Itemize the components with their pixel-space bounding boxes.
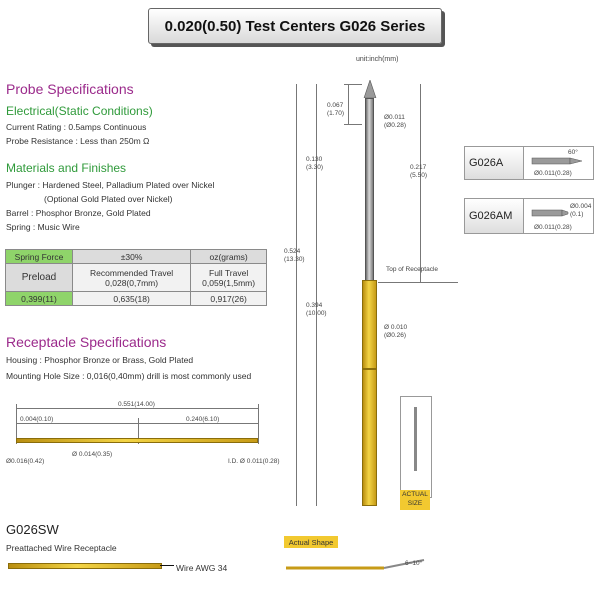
shape-angle: 6~10° <box>405 560 423 567</box>
g026a-label-box: G026A <box>464 146 524 180</box>
barrel-crimp <box>362 368 377 370</box>
barrel-spec: Barrel : Phosphor Bronze, Gold Plated <box>6 208 151 218</box>
unit-header: oz(grams) <box>190 249 267 264</box>
probe-plunger-length: 0.130 (3.30) <box>306 156 323 171</box>
top-of-receptacle: Top of Receptacle <box>386 266 439 273</box>
mounting-spec: Mounting Hole Size : 0,016(0,40mm) drill… <box>6 371 252 381</box>
receptacle-inner-dia: Ø 0.014(0.35) <box>72 451 113 458</box>
receptacle-drawing: 0.551(14.00) 0.004(0.10) 0.240(6.10) Ø0.… <box>6 398 280 473</box>
actual-size-probe <box>414 407 417 471</box>
probe-resistance: Probe Resistance : Less than 250m Ω <box>6 136 150 146</box>
preload-label: Preload <box>5 263 73 292</box>
g026am-dia: Ø0.011(0.28) <box>534 224 572 231</box>
probe-barrel <box>362 280 377 506</box>
g026a-tip-drawing: 60° Ø0.011(0.28) <box>524 146 594 180</box>
probe-total-length: 0.524 (13.30) <box>284 248 305 263</box>
unit-label: unit:inch(mm) <box>356 56 399 63</box>
materials-heading: Materials and Finishes <box>6 161 127 175</box>
g026sw-wire-label: Wire AWG 34 <box>176 563 228 573</box>
g026a-tip-svg <box>531 157 583 165</box>
probe-tip-dia: Ø0.011 (Ø0.28) <box>384 114 407 129</box>
recommended-travel-cell: Recommended Travel 0,028(0,7mm) <box>71 263 192 292</box>
g026sw-label: G026SW <box>6 522 59 537</box>
probe-tip <box>363 80 377 98</box>
receptacle-specs-heading: Receptacle Specifications <box>6 334 167 350</box>
spring-force-table: Spring Force ±30% oz(grams) Preload Reco… <box>5 249 267 306</box>
preload-value: 0,399(11) <box>5 291 73 306</box>
spring-spec: Spring : Music Wire <box>6 222 80 232</box>
g026am-small-dia: Ø0.004 (0.1) <box>570 203 592 218</box>
current-rating: Current Rating : 0.5amps Continuous <box>6 122 147 132</box>
g026sw-wire <box>160 565 174 566</box>
receptacle-left-dim: 0.004(0.10) <box>20 416 54 423</box>
housing-spec: Housing : Phosphor Bronze or Brass, Gold… <box>6 355 194 365</box>
actual-size-frame <box>400 396 432 498</box>
full-travel-cell: Full Travel 0,059(1,5mm) <box>190 263 267 292</box>
probe-tip-length: 0.067 (1.70) <box>327 102 344 117</box>
spring-force-header: Spring Force <box>5 249 73 264</box>
plunger-note: (Optional Gold Plated over Nickel) <box>44 194 173 204</box>
receptacle-overall-dim: 0.551(14.00) <box>118 401 155 408</box>
g026a-label: G026A <box>469 157 504 169</box>
electrical-heading: Electrical(Static Conditions) <box>6 104 153 118</box>
probe-barrel-dia: Ø 0.010 (Ø0.26) <box>384 324 408 339</box>
actual-size-label: ACTUAL SIZE <box>400 490 430 510</box>
full-travel-label: Full Travel <box>209 267 249 278</box>
page-title: 0.020(0.50) Test Centers G026 Series <box>148 8 442 44</box>
actual-shape-drawing <box>286 559 425 570</box>
tolerance-header: ±30% <box>71 249 192 264</box>
receptacle-barrel <box>16 438 258 443</box>
full-force: 0,917(26) <box>190 291 267 306</box>
g026am-label-box: G026AM <box>464 198 524 234</box>
probe-barrel-length: 0.394 (10.00) <box>306 302 327 317</box>
recommended-travel-label: Recommended Travel <box>90 267 174 278</box>
actual-shape-wire <box>383 559 425 569</box>
receptacle-right-dim: 0.240(6.10) <box>186 416 220 423</box>
recommended-travel-value: 0,028(0,7mm) <box>105 277 159 288</box>
g026am-tip-drawing: Ø0.004 (0.1) Ø0.011(0.28) <box>524 198 594 234</box>
probe-drawing: 0.067 (1.70) 0.130 (3.30) 0.524 (13.30) … <box>284 70 470 510</box>
recommended-force: 0,635(18) <box>71 291 192 306</box>
g026am-label: G026AM <box>469 210 513 222</box>
probe-specs-heading: Probe Specifications <box>6 81 134 97</box>
g026a-angle: 60° <box>568 149 578 156</box>
g026a-dia: Ø0.011(0.28) <box>534 170 572 177</box>
g026sw-receptacle <box>8 563 162 569</box>
receptacle-id-dia: I.D. Ø 0.011(0.28) <box>228 458 280 465</box>
probe-top-length: 0.217 (5.50) <box>410 164 427 179</box>
probe-plunger <box>365 98 374 282</box>
g026am-tip-svg <box>531 209 569 217</box>
page-title-text: 0.020(0.50) Test Centers G026 Series <box>164 17 426 35</box>
full-travel-value: 0,059(1,5mm) <box>202 277 256 288</box>
g026sw-subtitle: Preattached Wire Receptacle <box>6 543 117 553</box>
actual-shape-label: Actual Shape <box>284 536 338 548</box>
plunger-spec: Plunger : Hardened Steel, Palladium Plat… <box>6 180 215 190</box>
receptacle-outer-dia: Ø0.016(0.42) <box>6 458 45 465</box>
